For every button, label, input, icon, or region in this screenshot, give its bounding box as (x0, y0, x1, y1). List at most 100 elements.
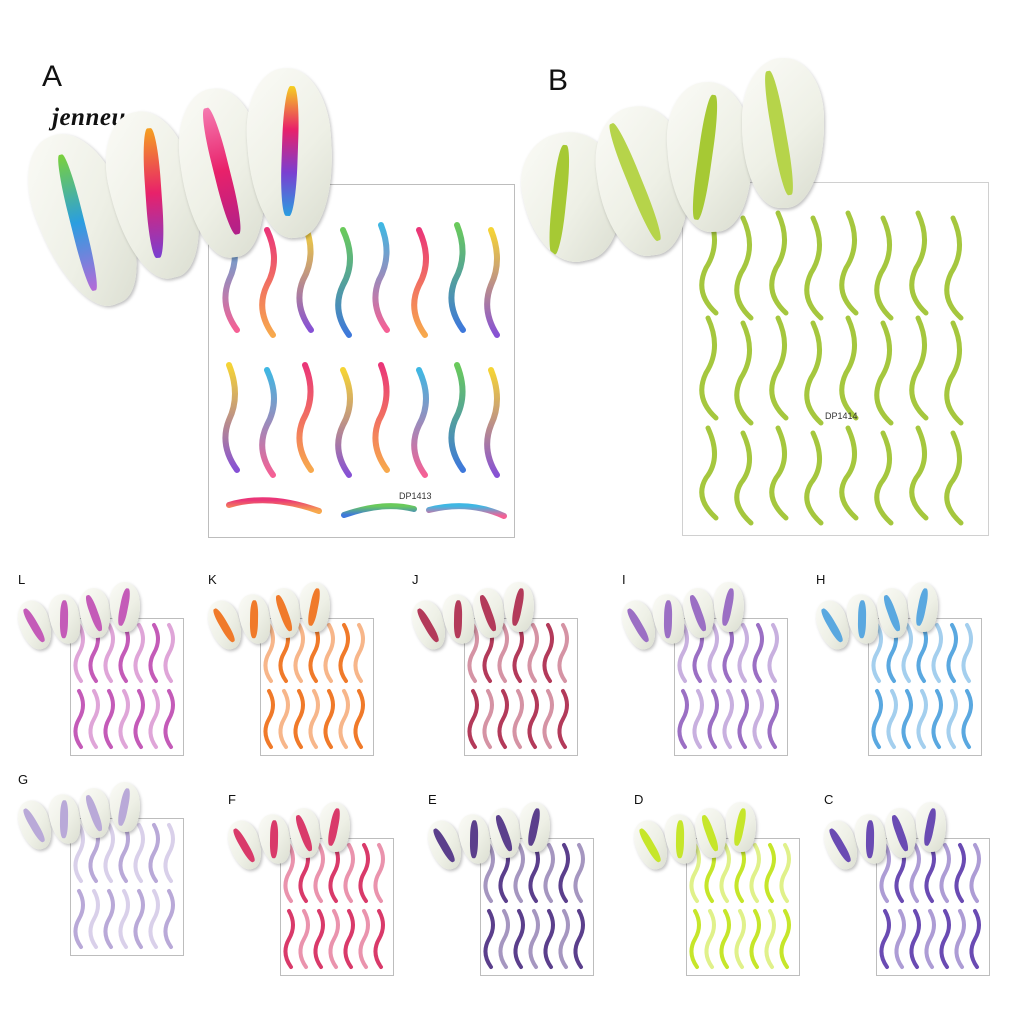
wave-sticker (308, 623, 320, 683)
sticker-sheet (686, 838, 800, 976)
wave-sticker (707, 623, 719, 683)
wave-sticker (358, 843, 370, 903)
wave-sticker (961, 689, 973, 749)
wave-sticker (467, 623, 479, 683)
wave-sticker (954, 909, 966, 969)
sticker-sheet (480, 838, 594, 976)
wave-sticker (901, 623, 913, 683)
wave-sticker (752, 689, 764, 749)
panel-letter: H (816, 572, 826, 587)
wave-sticker (118, 823, 130, 883)
wave-stickers (263, 623, 365, 749)
wave-sticker (543, 909, 555, 969)
panel-letter: C (824, 792, 834, 807)
wave-sticker (901, 689, 913, 749)
wave-sticker (737, 623, 749, 683)
nail (742, 58, 824, 208)
wave-sticker (939, 843, 951, 903)
wave-sticker (373, 909, 385, 969)
wave-sticker (909, 843, 921, 903)
wave-stickers (73, 823, 175, 949)
panel-d: D (629, 790, 810, 980)
wave-sticker (767, 689, 779, 749)
wave-sticker (148, 823, 160, 883)
wave-sticker (513, 843, 525, 903)
sticker-sheet (674, 618, 788, 756)
wave-sticker (879, 909, 891, 969)
wave-sticker (73, 889, 85, 949)
wave-sticker (118, 889, 130, 949)
wave-sticker (133, 823, 145, 883)
wave-sticker (148, 889, 160, 949)
panel-f: F (223, 790, 404, 980)
wave-sticker (779, 909, 791, 969)
product-code: DP1413 (399, 491, 432, 501)
wave-sticker (343, 909, 355, 969)
wave-sticker (133, 889, 145, 949)
wave-stickers (871, 623, 973, 749)
wave-sticker (752, 623, 764, 683)
wave-sticker (734, 909, 746, 969)
wave-sticker (88, 689, 100, 749)
wave-sticker (931, 689, 943, 749)
wave-sticker (969, 843, 981, 903)
wave-sticker (298, 909, 310, 969)
panel-letter: G (18, 772, 29, 787)
wave-sticker (767, 623, 779, 683)
wave-sticker (573, 843, 585, 903)
wave-sticker (707, 689, 719, 749)
wave-sticker (692, 689, 704, 749)
wave-sticker (946, 689, 958, 749)
wave-sticker (148, 623, 160, 683)
wave-sticker (483, 909, 495, 969)
wave-sticker (328, 843, 340, 903)
wave-stickers (467, 623, 569, 749)
wave-sticker (353, 623, 365, 683)
wave-sticker (557, 623, 569, 683)
sticker-sheet (70, 618, 184, 756)
wave-sticker (527, 623, 539, 683)
sticker-sheet (876, 838, 990, 976)
panel-letter: J (412, 572, 419, 587)
wave-sticker (498, 909, 510, 969)
wave-sticker (558, 909, 570, 969)
wave-sticker (677, 689, 689, 749)
panel-l: L (13, 570, 194, 760)
wave-sticker (924, 909, 936, 969)
panel-letter: L (18, 572, 26, 587)
sticker-sheet (280, 838, 394, 976)
sticker-sheet (868, 618, 982, 756)
wave-sticker (689, 909, 701, 969)
panel-letter: E (428, 792, 437, 807)
wave-sticker (148, 689, 160, 749)
wave-sticker (103, 823, 115, 883)
panel-letter: B (548, 64, 569, 97)
wave-sticker (924, 843, 936, 903)
wave-stickers (677, 623, 779, 749)
wave-sticker (293, 623, 305, 683)
wave-sticker (103, 689, 115, 749)
wave-sticker (467, 689, 479, 749)
wave-sticker (871, 689, 883, 749)
wave-sticker (497, 623, 509, 683)
wave-sticker (542, 689, 554, 749)
wave-sticker (313, 843, 325, 903)
wave-sticker (916, 689, 928, 749)
panel-letter: D (634, 792, 644, 807)
wave-sticker (689, 843, 701, 903)
wave-sticker (558, 843, 570, 903)
wave-sticker (543, 843, 555, 903)
wave-sticker (528, 843, 540, 903)
wave-sticker (719, 843, 731, 903)
wave-sticker (163, 623, 175, 683)
sticker-sheet (464, 618, 578, 756)
wave-sticker (871, 623, 883, 683)
wave-sticker (969, 909, 981, 969)
wave-sticker (163, 889, 175, 949)
wave-sticker (293, 689, 305, 749)
wave-sticker (338, 689, 350, 749)
panel-letter: A (42, 60, 63, 93)
wave-stickers (483, 843, 585, 969)
wave-sticker (163, 689, 175, 749)
panel-letter: F (228, 792, 236, 807)
